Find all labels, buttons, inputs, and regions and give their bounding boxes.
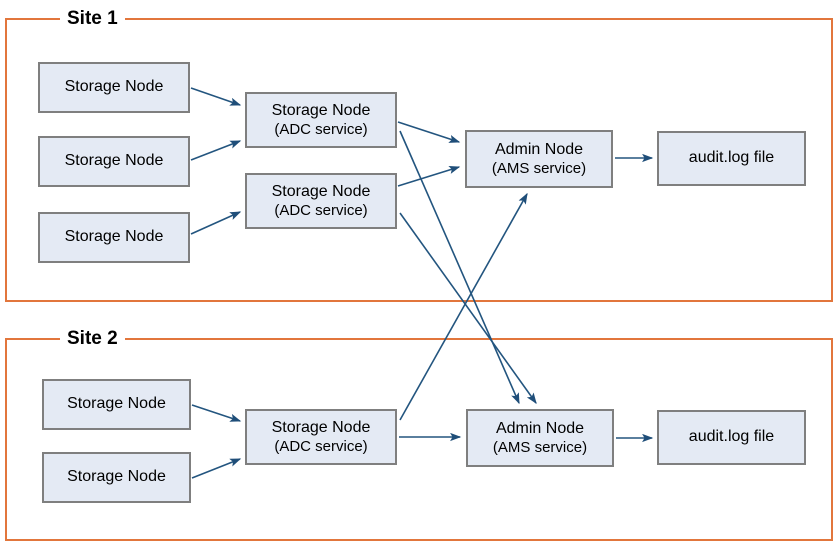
node-label-secondary: (AMS service) (491, 159, 587, 177)
node-label-secondary: (AMS service) (492, 438, 588, 456)
node-label-secondary: (ADC service) (274, 437, 368, 455)
node-label-primary: Storage Node (271, 182, 371, 200)
node-label-secondary: (ADC service) (274, 201, 368, 219)
node-label-primary: audit.log file (688, 149, 775, 167)
storage-node: Storage Node (38, 136, 190, 187)
node-label-primary: Storage Node (64, 78, 164, 96)
admin-node-ams-service: Admin Node(AMS service) (466, 409, 614, 467)
node-label-primary: Storage Node (271, 418, 371, 436)
storage-node: Storage Node (42, 379, 191, 430)
node-label-primary: Storage Node (64, 228, 164, 246)
storage-node-adc-service: Storage Node(ADC service) (245, 92, 397, 148)
storage-node-adc-service: Storage Node(ADC service) (245, 173, 397, 229)
node-label-primary: Admin Node (495, 419, 585, 437)
node-label-primary: Storage Node (67, 395, 166, 413)
site-label-site-1: Site 1 (60, 9, 125, 28)
node-label-primary: audit.log file (688, 428, 775, 446)
site-label-site-2: Site 2 (60, 329, 125, 348)
storage-node: Storage Node (42, 452, 191, 503)
node-label-secondary: (ADC service) (274, 120, 368, 138)
audit-log-file: audit.log file (657, 410, 806, 465)
node-label-primary: Admin Node (494, 140, 584, 158)
node-label-primary: Storage Node (271, 101, 371, 119)
node-label-primary: Storage Node (64, 152, 164, 170)
admin-node-ams-service: Admin Node(AMS service) (465, 130, 613, 188)
node-label-primary: Storage Node (67, 468, 166, 486)
storage-node: Storage Node (38, 62, 190, 113)
storage-node-adc-service: Storage Node(ADC service) (245, 409, 397, 465)
audit-log-file: audit.log file (657, 131, 806, 186)
storage-node: Storage Node (38, 212, 190, 263)
